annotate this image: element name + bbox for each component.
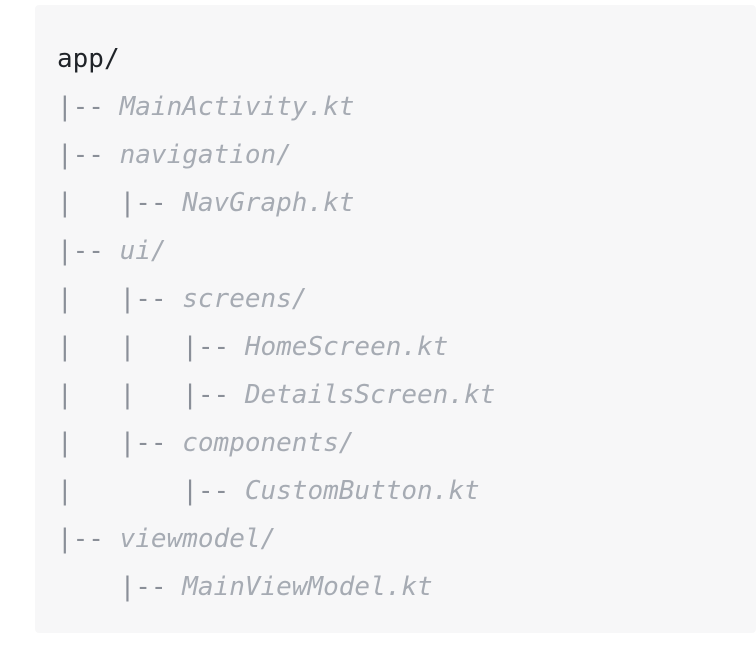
tree-branch: |-- [57,524,120,554]
tree-file-name: MainViewModel.kt [182,572,433,602]
tree-file-name: DetailsScreen.kt [244,380,496,410]
tree-line: |-- viewmodel/ [57,515,756,563]
tree-branch: | |-- [57,428,183,458]
tree-branch: | |-- [57,284,183,314]
tree-line: |-- navigation/ [57,131,756,179]
tree-branch: | | |-- [57,380,245,410]
tree-line: |-- MainActivity.kt [57,83,756,131]
tree-file-name: HomeScreen.kt [244,332,449,362]
tree-branch: |-- [57,572,183,602]
code-block: app/ |-- MainActivity.kt |-- navigation/… [35,5,756,633]
tree-folder-name: navigation/ [119,140,292,170]
tree-root-name: app/ [57,44,120,74]
tree-folder-name: ui/ [119,236,167,266]
tree-folder-name: components/ [182,428,355,458]
tree-line: | |-- CustomButton.kt [57,467,756,515]
tree-branch: | | |-- [57,332,245,362]
tree-folder-name: viewmodel/ [119,524,277,554]
tree-file-name: CustomButton.kt [244,476,480,506]
tree-line: | |-- screens/ [57,275,756,323]
tree-folder-name: screens/ [182,284,308,314]
tree-line: |-- MainViewModel.kt [57,563,756,611]
tree-line: | |-- NavGraph.kt [57,179,756,227]
tree-file-name: NavGraph.kt [182,188,355,218]
tree-branch: | |-- [57,476,245,506]
tree-root-line: app/ [57,35,756,83]
tree-line: | |-- components/ [57,419,756,467]
tree-branch: | |-- [57,188,183,218]
tree-line: |-- ui/ [57,227,756,275]
tree-file-name: MainActivity.kt [119,92,355,122]
tree-line: | | |-- DetailsScreen.kt [57,371,756,419]
tree-branch: |-- [57,140,120,170]
tree-line: | | |-- HomeScreen.kt [57,323,756,371]
tree-branch: |-- [57,236,120,266]
tree-branch: |-- [57,92,120,122]
